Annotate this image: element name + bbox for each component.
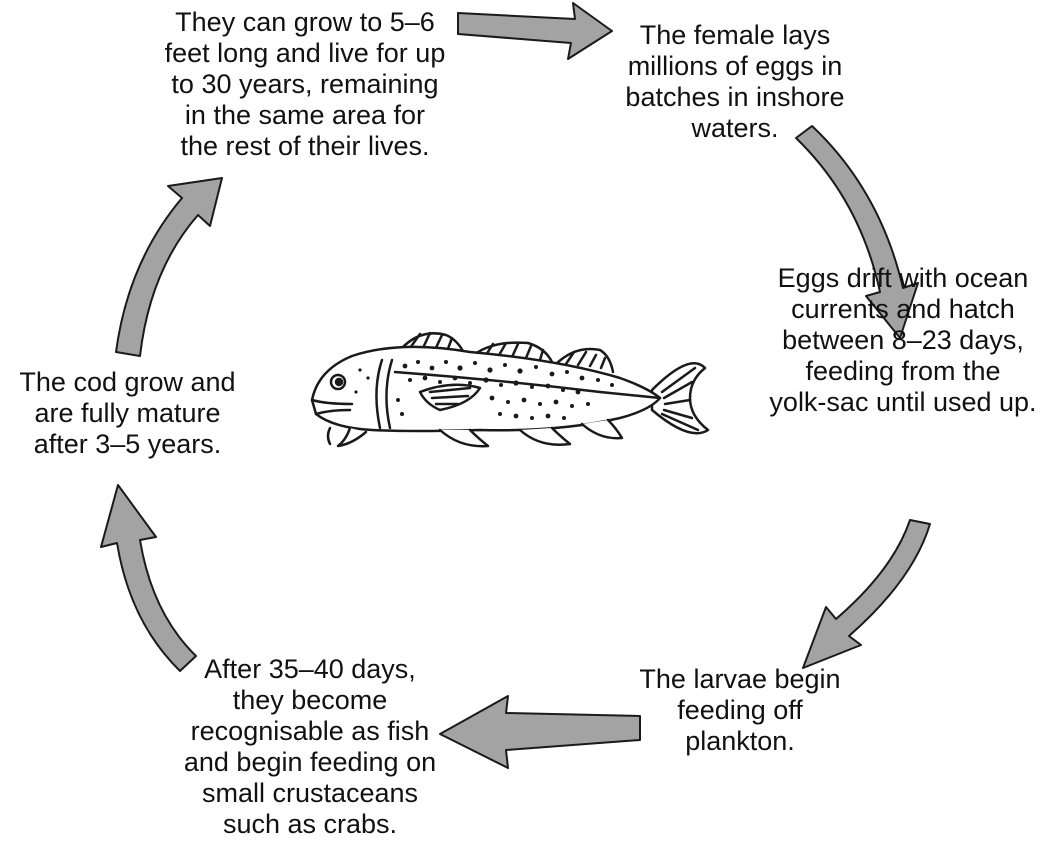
stage-eggs-hatch-text: Eggs drift with ocean currents and hatch… <box>750 263 1056 418</box>
stage-larvae-feed-text: The larvae begin feeding off plankton. <box>600 664 880 757</box>
stage-mature-text: The cod grow and are fully mature after … <box>0 367 255 460</box>
stage-lay-eggs-text: The female lays millions of eggs in batc… <box>590 20 880 144</box>
stage-grow-adult-text: They can grow to 5–6 feet long and live … <box>140 7 470 162</box>
stage-become-fish-text: After 35–40 days, they become recognisab… <box>155 654 465 840</box>
